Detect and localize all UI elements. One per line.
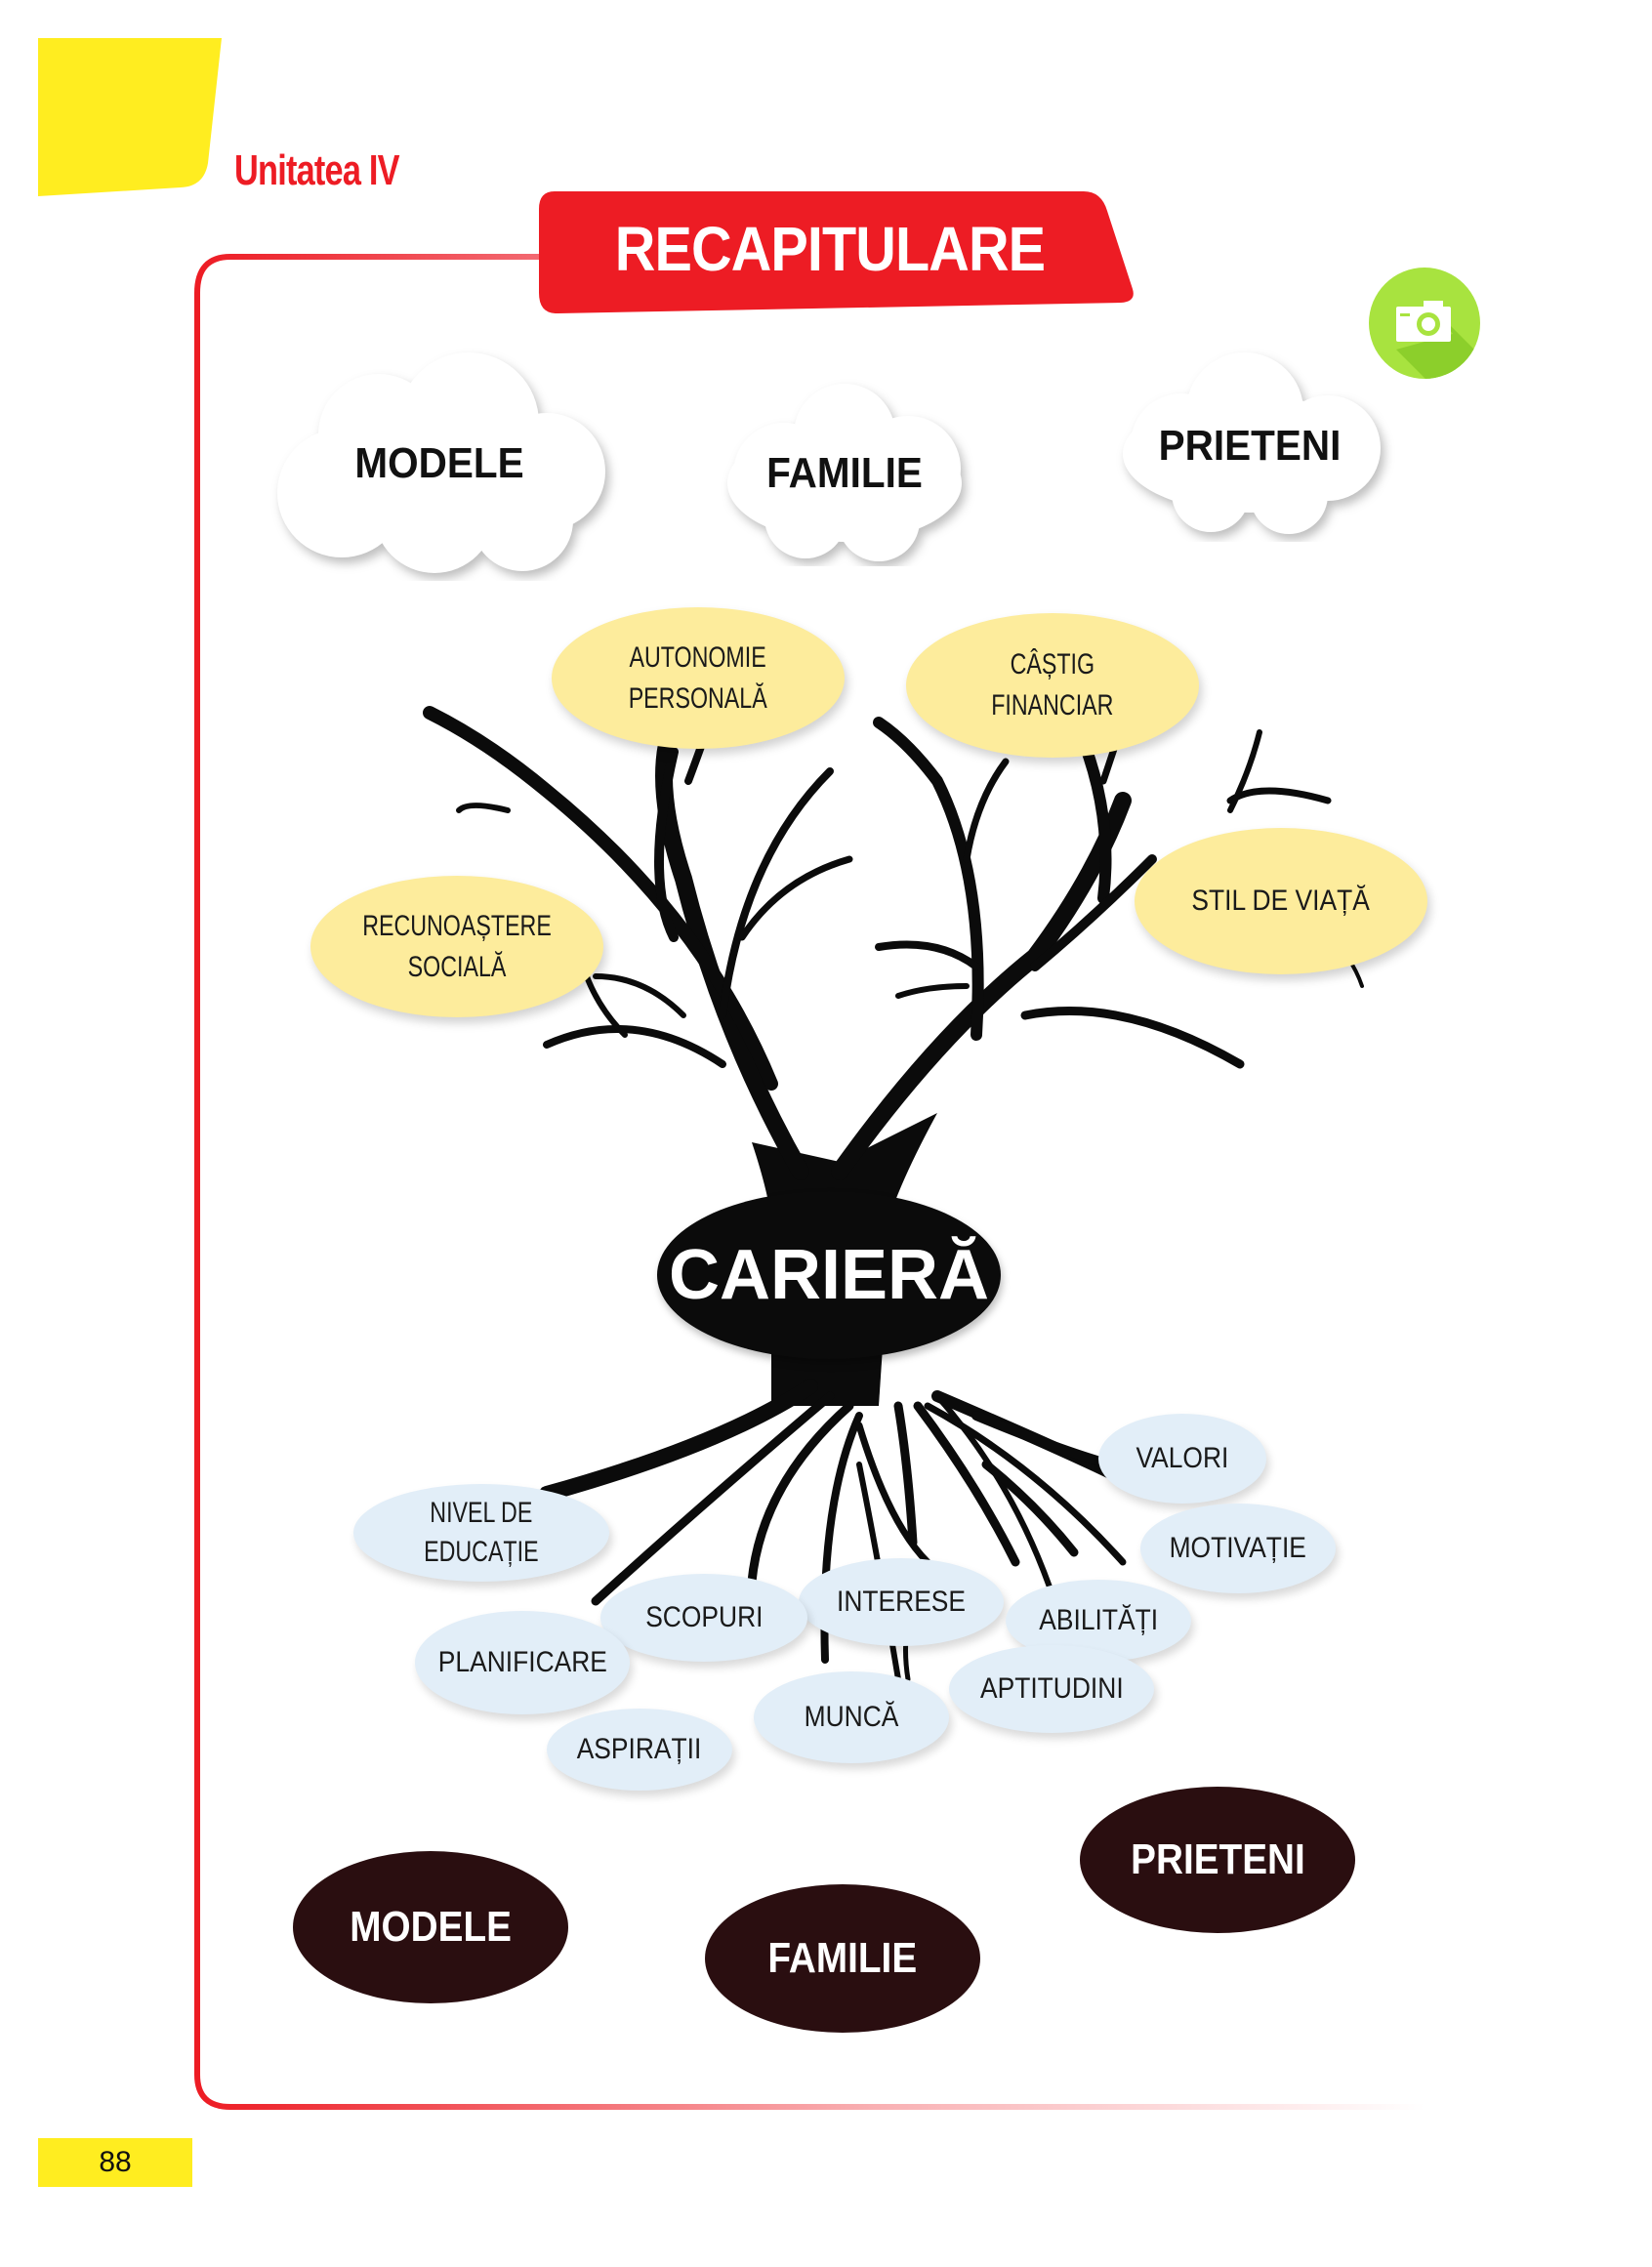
- root-label: MUNCĂ: [804, 1701, 899, 1733]
- influence-oval: PRIETENI: [1080, 1787, 1355, 1933]
- root-label: ABILITĂȚI: [1039, 1604, 1158, 1636]
- branch-leaf: STIL DE VIAȚĂ: [1135, 828, 1427, 974]
- branch-leaf: AUTONOMIE PERSONALĂ: [552, 607, 845, 749]
- root-label: PLANIFICARE: [437, 1646, 607, 1678]
- leaf-line: STIL DE VIAȚĂ: [1191, 885, 1371, 917]
- section-banner: [539, 191, 1134, 313]
- root-node: SCOPURI: [600, 1574, 807, 1662]
- cloud-familie: [727, 384, 962, 561]
- root-node: NIVEL DE EDUCAȚIE: [353, 1484, 609, 1582]
- cloud-prieteni: [1123, 352, 1381, 534]
- cloud-label: PRIETENI: [1158, 422, 1342, 470]
- root-node: ASPIRAȚII: [547, 1709, 732, 1791]
- root-node: PLANIFICARE: [415, 1611, 630, 1714]
- leaf-line: SOCIALĂ: [407, 950, 507, 983]
- root-node: MUNCĂ: [754, 1671, 949, 1763]
- root-label: VALORI: [1136, 1442, 1229, 1474]
- unit-title: Unitatea IV: [234, 146, 400, 194]
- center-label: CARIERĂ: [668, 1236, 989, 1314]
- leaf-line: CÂȘTIG: [1010, 648, 1095, 680]
- page-number: 88: [38, 2138, 192, 2187]
- leaf-line: AUTONOMIE: [629, 640, 767, 674]
- branch-leaf: CÂȘTIG FINANCIAR: [906, 613, 1199, 758]
- leaf-line: RECUNOAȘTERE: [362, 909, 552, 942]
- influence-oval: MODELE: [293, 1851, 568, 2003]
- root-label: SCOPURI: [644, 1601, 764, 1633]
- root-label: EDUCAȚIE: [424, 1536, 539, 1568]
- root-label: APTITUDINI: [979, 1672, 1124, 1705]
- section-title: RECAPITULARE: [614, 214, 1046, 284]
- influence-label: MODELE: [350, 1903, 512, 1951]
- influence-label: PRIETENI: [1130, 1835, 1305, 1883]
- camera-icon[interactable]: [1367, 266, 1482, 381]
- leaf-line: PERSONALĂ: [628, 681, 768, 715]
- branch-leaf: RECUNOAȘTERE SOCIALĂ: [310, 876, 603, 1017]
- root-node: VALORI: [1098, 1414, 1266, 1504]
- cloud-modele: [277, 352, 605, 573]
- influence-oval: FAMILIE: [705, 1884, 980, 2033]
- root-node: APTITUDINI: [949, 1645, 1154, 1733]
- root-label: NIVEL DE: [430, 1497, 533, 1529]
- root-label: INTERESE: [836, 1586, 967, 1618]
- root-node: ABILITĂȚI: [1006, 1580, 1191, 1662]
- root-node: MOTIVAȚIE: [1140, 1504, 1336, 1593]
- root-label: ASPIRAȚII: [577, 1733, 702, 1765]
- page-number-label: 88: [99, 2146, 132, 2178]
- corner-tab: [38, 38, 222, 196]
- cloud-label: MODELE: [354, 439, 524, 487]
- root-node: INTERESE: [799, 1558, 1004, 1646]
- influence-label: FAMILIE: [767, 1934, 918, 1982]
- center-node: CARIERĂ: [657, 1191, 1001, 1359]
- cloud-label: FAMILIE: [766, 449, 923, 497]
- root-label: MOTIVAȚIE: [1169, 1532, 1307, 1564]
- leaf-line: FINANCIAR: [991, 689, 1114, 721]
